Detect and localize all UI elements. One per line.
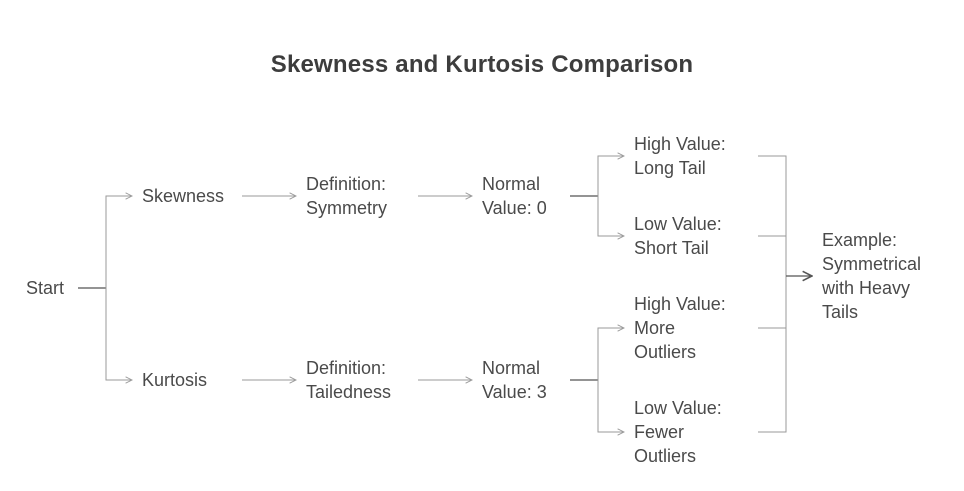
node-normal-value-3: Normal Value: 3 xyxy=(482,356,547,404)
node-line: Low Value: xyxy=(634,214,722,234)
node-line: High Value: xyxy=(634,134,726,154)
edge-kurt-normal-low xyxy=(597,380,624,432)
node-line: Outliers xyxy=(634,342,697,362)
node-low-short-tail: Low Value: Short Tail xyxy=(634,212,722,260)
node-line: Definition: xyxy=(306,358,387,378)
node-high-more-outliers: High Value: More Outliers xyxy=(634,292,726,364)
edge-start-skewness xyxy=(105,196,132,288)
edge-skew-normal-low xyxy=(597,196,624,236)
node-kurtosis: Kurtosis xyxy=(142,368,207,392)
edge-merge-high-skew xyxy=(758,155,787,276)
edge-merge-low-kurt xyxy=(758,328,787,433)
node-line: Short Tail xyxy=(634,238,709,258)
diagram-title: Skewness and Kurtosis Comparison xyxy=(270,51,694,78)
edge-kurt-normal-high xyxy=(597,328,624,380)
node-line: Normal xyxy=(482,174,541,194)
node-line: Symmetry xyxy=(306,198,387,218)
node-definition-symmetry: Definition: Symmetry xyxy=(306,172,387,220)
edge-skew-normal-high xyxy=(597,156,624,196)
node-skewness: Skewness xyxy=(142,184,224,208)
edge-start-kurtosis xyxy=(105,288,132,380)
node-start-line: Start xyxy=(26,278,65,298)
node-kurtosis-line: Kurtosis xyxy=(142,370,208,390)
node-line: More xyxy=(634,318,676,338)
node-line: Value: 0 xyxy=(482,198,547,218)
node-example: Example: Symmetrical with Heavy Tails xyxy=(822,228,921,324)
node-line: Fewer xyxy=(634,422,685,442)
node-start: Start xyxy=(26,276,64,300)
node-definition-tailedness: Definition: Tailedness xyxy=(306,356,391,404)
node-line: Long Tail xyxy=(634,158,706,178)
node-line: High Value: xyxy=(634,294,726,314)
edge-merge-high-kurt xyxy=(758,276,787,329)
node-low-fewer-outliers: Low Value: Fewer Outliers xyxy=(634,396,722,468)
node-line: Value: 3 xyxy=(482,382,547,402)
node-line: Low Value: xyxy=(634,398,722,418)
node-line: Example: xyxy=(822,230,898,250)
node-line: Outliers xyxy=(634,446,697,466)
node-skewness-line: Skewness xyxy=(142,186,225,206)
node-line: Tails xyxy=(822,302,859,322)
node-high-long-tail: High Value: Long Tail xyxy=(634,132,726,180)
node-line: Tailedness xyxy=(306,382,392,402)
node-line: Definition: xyxy=(306,174,387,194)
node-normal-value-0: Normal Value: 0 xyxy=(482,172,547,220)
node-line: with Heavy xyxy=(822,278,911,298)
node-line: Normal xyxy=(482,358,541,378)
node-line: Symmetrical xyxy=(822,254,922,274)
